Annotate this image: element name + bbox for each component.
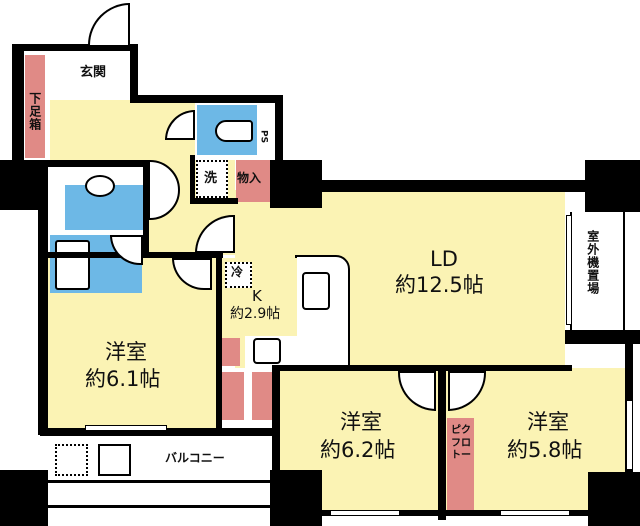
wall <box>143 160 149 258</box>
wall <box>438 365 446 520</box>
wall <box>588 472 640 526</box>
balcony-rail <box>48 480 270 483</box>
kitchen-sink-icon <box>302 272 330 310</box>
window <box>626 400 633 470</box>
laundry-space <box>196 160 228 198</box>
outdoor-unit-space <box>570 212 625 330</box>
window <box>500 510 570 516</box>
bathtub <box>55 240 90 290</box>
wall <box>585 160 640 212</box>
closet-wic <box>447 418 474 510</box>
shoe-closet <box>25 55 45 158</box>
fridge-label: 冷 <box>231 265 244 279</box>
closet-k1 <box>222 338 240 366</box>
wall <box>38 160 48 435</box>
cooktop-icon <box>253 338 281 364</box>
window <box>330 510 400 516</box>
outdoor-unit-label: 室外機置場 <box>585 230 600 295</box>
western2-size: 約6.2帖 <box>320 438 396 462</box>
ld-size: 約12.5帖 <box>395 273 484 297</box>
ac-unit-dotted-icon <box>55 444 88 476</box>
wall <box>565 330 640 344</box>
laundry-label: 洗 <box>204 171 218 186</box>
wall <box>272 365 280 525</box>
ps-label: PS <box>258 130 269 144</box>
western1-size: 約6.1帖 <box>85 367 161 391</box>
front-door[interactable] <box>88 3 130 45</box>
wall <box>280 510 590 516</box>
ac-unit-icon <box>98 444 131 476</box>
shoe-closet-label: 下足箱 <box>27 92 42 131</box>
kitchen-name: K <box>252 287 262 305</box>
fridge-space <box>225 262 252 288</box>
storage-closet <box>236 160 270 202</box>
wall <box>40 428 280 436</box>
closet-k3 <box>252 372 274 420</box>
wall <box>275 95 283 160</box>
wall <box>40 160 150 167</box>
closet-k2 <box>222 372 244 420</box>
entrance-label: 玄関 <box>80 65 107 80</box>
wall <box>270 160 322 208</box>
western2-name: 洋室 <box>340 410 382 434</box>
ld-name: LD <box>430 247 458 271</box>
western3-size: 約5.8帖 <box>507 438 583 462</box>
storage-label: 物入 <box>237 171 262 185</box>
wall <box>216 252 222 432</box>
entrance-floor <box>50 50 135 98</box>
wall <box>320 180 590 192</box>
wall <box>12 44 137 51</box>
toilet-icon <box>215 120 253 142</box>
wall <box>0 470 48 526</box>
wall <box>272 365 572 371</box>
wall <box>130 95 282 103</box>
sink-icon <box>85 175 115 197</box>
window <box>566 215 572 325</box>
wall <box>270 470 322 526</box>
balcony-rail <box>48 505 270 508</box>
closet-wic-label: ピクフロトー <box>451 425 471 461</box>
wall <box>130 44 138 100</box>
wall <box>12 44 24 162</box>
ps-box <box>258 105 270 155</box>
window <box>85 425 167 431</box>
kitchen-size: 約2.9帖 <box>230 306 281 322</box>
western1-name: 洋室 <box>105 340 147 364</box>
western3-name: 洋室 <box>527 410 569 434</box>
wall <box>190 198 238 204</box>
balcony-label: バルコニー <box>165 451 225 465</box>
wall <box>190 155 195 203</box>
